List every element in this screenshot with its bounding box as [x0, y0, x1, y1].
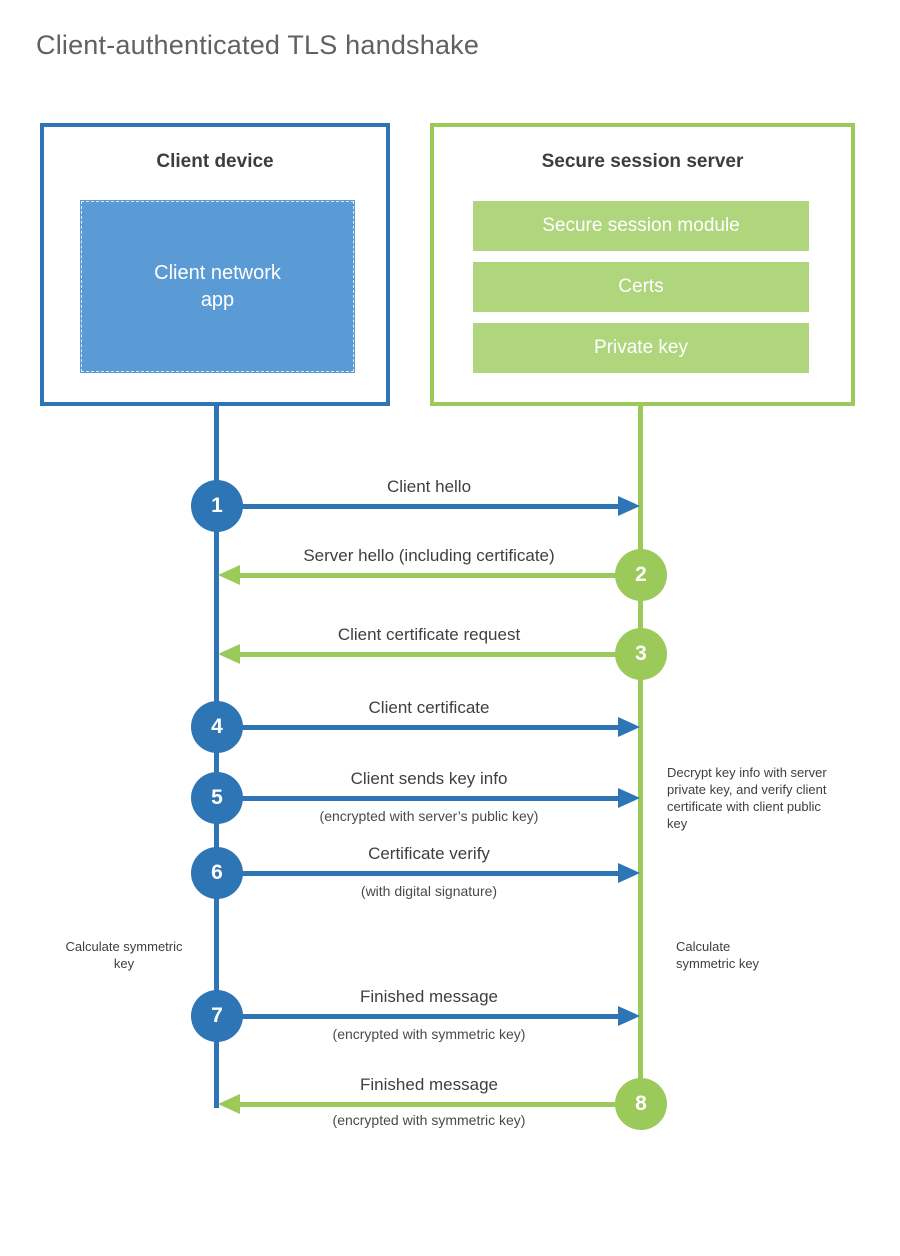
- client-device-box: Client device Client network app: [40, 123, 390, 406]
- step-5-badge: 5: [191, 772, 243, 824]
- calc-symmetric-key-right: Calculate symmetric key: [676, 939, 760, 971]
- step-4-badge: 4: [191, 701, 243, 753]
- client-lifeline: [214, 405, 219, 1108]
- message-3-line: [240, 652, 630, 657]
- arrowhead-right-icon: [618, 1006, 640, 1026]
- step-2-number: 2: [635, 563, 647, 586]
- message-3-label: Client certificate request: [337, 625, 521, 644]
- step-6-number: 6: [211, 861, 223, 884]
- arrowhead-right-icon: [618, 788, 640, 808]
- message-6-label: Certificate verify: [368, 844, 490, 863]
- step-3-number: 3: [635, 642, 647, 665]
- step-8-badge: 8: [615, 1078, 667, 1130]
- step-4-number: 4: [211, 715, 223, 738]
- message-6-line: [230, 871, 620, 876]
- message-7-line: [230, 1014, 620, 1019]
- client-network-app-box: Client network app: [80, 200, 355, 373]
- message-2-label: Server hello (including certificate): [303, 546, 555, 565]
- arrowhead-left-icon: [218, 565, 240, 585]
- message-6-sublabel: (with digital signature): [360, 883, 498, 899]
- step-6-badge: 6: [191, 847, 243, 899]
- client-device-title: Client device: [156, 151, 274, 172]
- client-network-app-label: Client network app: [154, 261, 281, 311]
- message-4-label: Client certificate: [368, 698, 490, 717]
- server-title: Secure session server: [541, 151, 744, 172]
- arrowhead-left-icon: [218, 644, 240, 664]
- page-title: Client-authenticated TLS handshake: [36, 30, 480, 60]
- arrowhead-right-icon: [618, 496, 640, 516]
- message-2-line: [240, 573, 630, 578]
- step-3-badge: 3: [615, 628, 667, 680]
- message-7-sublabel: (encrypted with symmetric key): [332, 1026, 526, 1042]
- step-8-number: 8: [635, 1092, 647, 1115]
- server-lifeline: [638, 405, 643, 1105]
- server-module-private-key: Private key: [473, 323, 809, 373]
- calc-symmetric-key-left: Calculate symmetric key: [65, 939, 183, 971]
- message-1-line: [230, 504, 620, 509]
- message-5-sublabel: (encrypted with server’s public key): [319, 808, 539, 824]
- arrowhead-left-icon: [218, 1094, 240, 1114]
- step-7-number: 7: [211, 1004, 223, 1027]
- message-7-label: Finished message: [360, 987, 498, 1006]
- decrypt-note: Decrypt key info with server private key…: [667, 765, 827, 831]
- arrowhead-right-icon: [618, 717, 640, 737]
- step-5-number: 5: [211, 786, 223, 809]
- server-box: Secure session server Secure session mod…: [430, 123, 855, 406]
- server-module-certs: Certs: [473, 262, 809, 312]
- step-1-badge: 1: [191, 480, 243, 532]
- message-1-label: Client hello: [386, 477, 472, 496]
- step-7-badge: 7: [191, 990, 243, 1042]
- message-4-line: [230, 725, 620, 730]
- message-8-label: Finished message: [360, 1075, 498, 1094]
- arrowhead-right-icon: [618, 863, 640, 883]
- step-2-badge: 2: [615, 549, 667, 601]
- message-5-line: [230, 796, 620, 801]
- message-5-label: Client sends key info: [350, 769, 508, 788]
- step-1-number: 1: [211, 494, 223, 517]
- message-8-sublabel: (encrypted with symmetric key): [332, 1112, 526, 1128]
- server-module-secure-session: Secure session module: [473, 201, 809, 251]
- message-8-line: [240, 1102, 630, 1107]
